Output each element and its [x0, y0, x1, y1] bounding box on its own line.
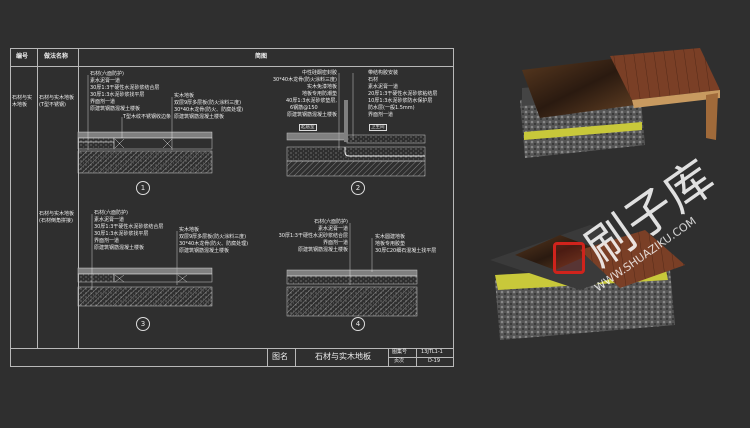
frame-left	[10, 48, 11, 366]
tb-div-5	[388, 357, 453, 358]
frame-right	[453, 48, 454, 366]
leader-lines	[87, 73, 373, 290]
col-divider-1	[37, 48, 38, 348]
header-diagram: 简图	[255, 53, 268, 60]
atlas-label: 图集号	[392, 349, 408, 355]
section-1	[77, 131, 213, 174]
page-number: D-19	[428, 358, 441, 364]
detail-4-number: 4	[351, 317, 365, 331]
header-number: 编号	[16, 53, 29, 60]
title-name: 石材与实木地板	[315, 352, 371, 361]
tag-living-room: 起居室	[299, 124, 317, 131]
detail-3-number: 3	[136, 317, 150, 331]
watermark-logo	[553, 242, 585, 274]
row2-method-name: 石材与实木地板(石材倒角拼接)	[39, 211, 75, 224]
header-method-name: 做法名称	[44, 53, 69, 60]
detail-2-number: 2	[351, 181, 365, 195]
row1-number: 石材与实木地板	[12, 95, 33, 108]
frame-top	[10, 48, 454, 49]
section-2	[286, 100, 426, 177]
col-divider-2	[78, 48, 79, 348]
detail-1-note: T型木纹不锈钢收边条	[123, 114, 172, 120]
detail-3-right-labels: 实木地板双层9厚多层板(防火涂料三度)30*40木龙骨(防火、防腐处理)原建筑钢…	[179, 227, 249, 254]
tb-div-1	[267, 348, 268, 366]
section-4	[286, 269, 418, 317]
page-label: 页次	[394, 358, 405, 364]
atlas-number: 13JTL1-1	[421, 349, 443, 355]
frame-bottom	[10, 366, 454, 367]
tb-div-2	[295, 348, 296, 366]
header-divider	[10, 66, 454, 67]
detail-1-number: 1	[136, 181, 150, 195]
section-drawings	[77, 73, 426, 317]
title-divider	[10, 348, 454, 349]
tag-bathroom: 卫生间	[369, 124, 387, 131]
row1-method-name: 石材与实木地板(T型不锈钢)	[39, 95, 75, 108]
detail-1-right-labels: 实木地板双层9厚多层板(防火涂料三度)30*40木龙骨(防火、防腐处理)原建筑钢…	[174, 93, 244, 120]
render-top	[520, 48, 720, 158]
section-3	[77, 267, 213, 307]
title-name-label: 图名	[272, 352, 288, 361]
